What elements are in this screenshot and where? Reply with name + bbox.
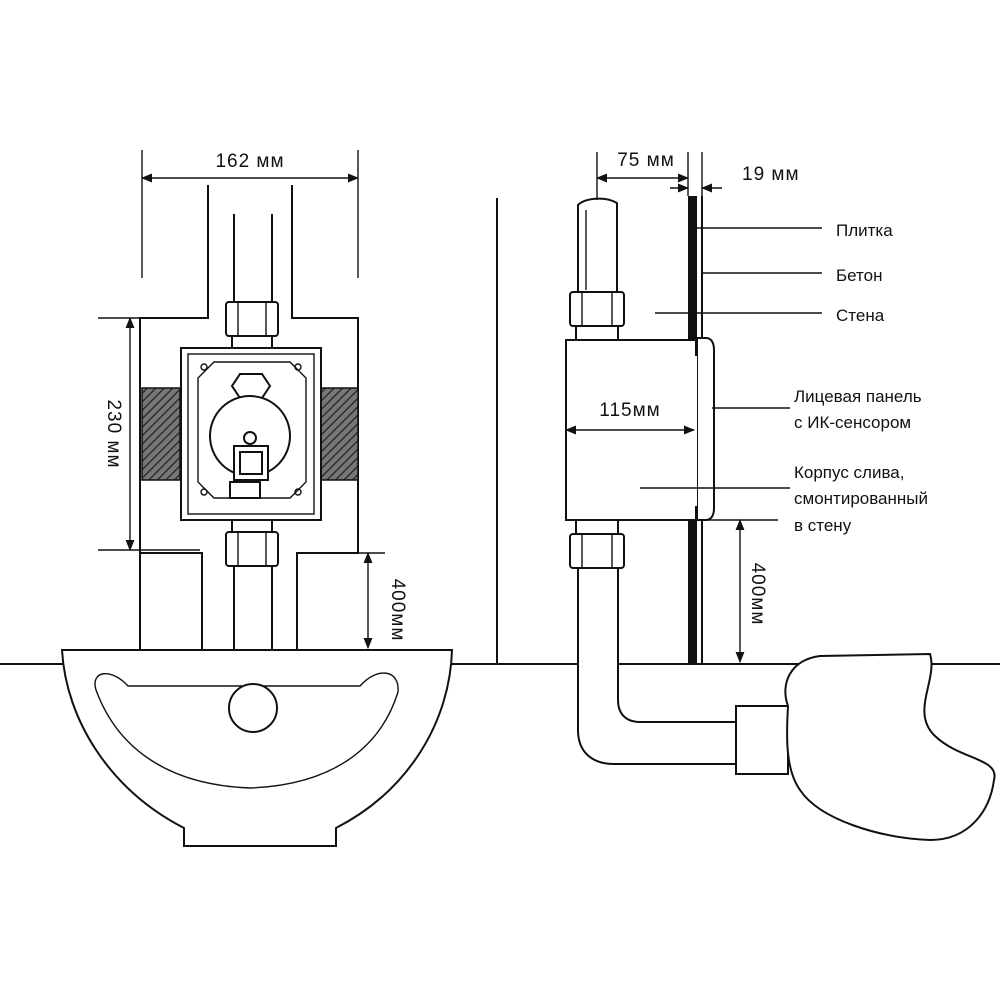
niche-outline-left xyxy=(139,185,209,650)
tile-dimension-label: 19 мм xyxy=(742,164,800,185)
depth-dimension-label: 75 мм xyxy=(617,150,675,171)
label-panel-line1: Лицевая панель xyxy=(794,387,922,406)
lower-nut xyxy=(225,531,279,567)
side-view: 115мм 75 мм 19 мм 400мм Плитка Бетон xyxy=(564,150,996,842)
height-dimension-label: 230 мм xyxy=(103,399,124,468)
side-drain-pipe xyxy=(577,567,737,765)
urinal-bowl xyxy=(60,649,454,847)
label-wall: Стена xyxy=(836,306,885,325)
wall-hatch-left xyxy=(141,387,181,481)
hex-nut xyxy=(230,373,272,399)
front-view: 162 мм 230 мм 400мм xyxy=(60,150,454,847)
label-concrete: Бетон xyxy=(836,266,882,285)
side-lower-nut xyxy=(569,533,625,569)
upper-nut xyxy=(225,301,279,337)
label-tile: Плитка xyxy=(836,221,893,240)
urinal-side-profile xyxy=(784,652,996,842)
side-upper-pipe xyxy=(577,197,618,293)
wall-hatch-right xyxy=(319,387,359,481)
face-panel xyxy=(696,337,715,521)
body-dimension-label: 115мм xyxy=(599,400,660,421)
pipe-connector xyxy=(735,705,789,775)
width-dimension-label: 162 мм xyxy=(215,151,284,172)
tile-layer-bottom xyxy=(688,506,697,664)
drain-hole xyxy=(228,683,278,733)
tile-layer-top xyxy=(688,196,697,356)
bowl-inner-rim xyxy=(94,672,399,789)
side-drop-dimension-label: 400мм xyxy=(747,563,768,626)
side-upper-nut xyxy=(569,291,625,327)
front-drop-dimension-label: 400мм xyxy=(387,579,408,642)
label-body-line3: в стену xyxy=(794,516,852,535)
label-body-line1: Корпус слива, xyxy=(794,463,904,482)
label-panel-line2: с ИК-сенсором xyxy=(794,413,911,432)
label-body-line2: смонтированный xyxy=(794,489,928,508)
